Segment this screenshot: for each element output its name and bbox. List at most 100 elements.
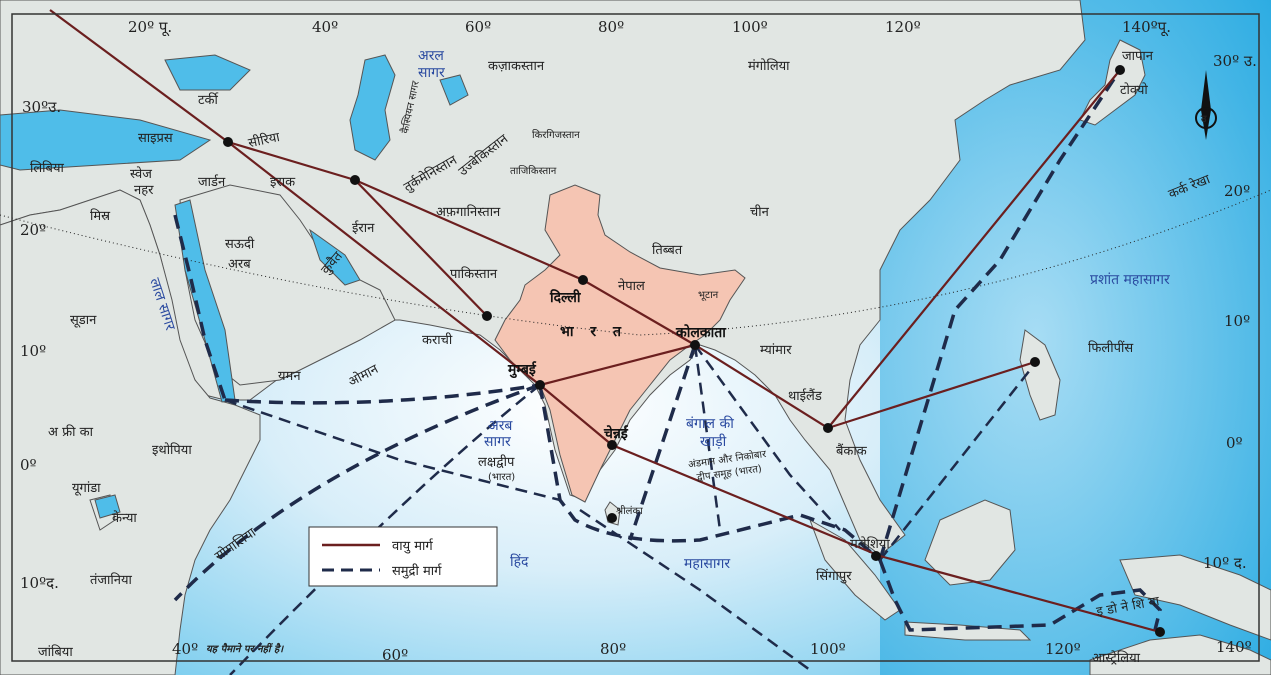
india-land	[494, 184, 746, 503]
legend-sea-label: समुद्री मार्ग	[392, 563, 442, 579]
svg-text:20º: 20º	[20, 221, 46, 239]
city-dots	[223, 65, 1165, 637]
borneo	[924, 499, 1016, 586]
air-routes	[49, 9, 1161, 634]
sumatra	[809, 518, 901, 621]
legend: वायु मार्ग समुद्री मार्ग	[308, 526, 498, 587]
arabia-land	[179, 184, 396, 386]
svg-text:साइप्रस: साइप्रस	[138, 131, 173, 146]
svg-text:60º: 60º	[382, 646, 408, 664]
dot-cyprus	[223, 137, 233, 147]
svg-text:जापान: जापान	[1122, 49, 1154, 64]
svg-text:स्वेज: स्वेज	[130, 166, 152, 182]
svg-text:उ: उ	[1200, 114, 1207, 125]
svg-text:10º द.: 10º द.	[1203, 554, 1247, 572]
svg-text:सूडान: सूडान	[70, 313, 97, 328]
svg-text:चीन: चीन	[750, 204, 770, 220]
svg-text:60º: 60º	[465, 18, 491, 36]
svg-text:तंजानिया: तंजानिया	[90, 572, 133, 588]
mediterranean-sea	[0, 109, 212, 171]
svg-text:20º पू.: 20º पू.	[128, 18, 172, 37]
svg-text:खाड़ी: खाड़ी	[700, 433, 727, 450]
svg-text:कराची: कराची	[422, 332, 453, 348]
dot-delhi	[578, 275, 588, 285]
svg-text:मिस्र: मिस्र	[90, 208, 111, 224]
svg-text:कज़ाकस्तान: कज़ाकस्तान	[488, 59, 545, 74]
dot-mumbai	[535, 380, 545, 390]
north-arrow-icon: उ	[1195, 70, 1217, 140]
svg-text:कोलकाता: कोलकाता	[675, 324, 727, 341]
svg-text:अरल: अरल	[418, 48, 444, 64]
longitude-labels-bottom: 40º 60º 80º 100º 120º	[172, 640, 1081, 664]
svg-text:जांबिया: जांबिया	[38, 644, 73, 660]
svg-text:ईरान: ईरान	[352, 220, 375, 236]
black-sea	[164, 54, 251, 91]
aral-sea	[439, 74, 469, 106]
svg-text:इराक: इराक	[270, 175, 296, 190]
dot-australia	[1155, 627, 1165, 637]
city-labels: दिल्ली मुम्बई चेन्नई कोलकाता कराची बैंका…	[422, 82, 1148, 584]
svg-text:80º: 80º	[600, 640, 626, 658]
svg-text:0º: 0º	[1226, 434, 1243, 452]
svg-text:जार्डन: जार्डन	[198, 174, 226, 190]
svg-text:पाकिस्तान: पाकिस्तान	[450, 266, 498, 282]
svg-text:टोक्यो: टोक्यो	[1120, 82, 1148, 98]
svg-text:अ फ्री का: अ फ्री का	[48, 424, 94, 440]
persian-gulf	[309, 228, 361, 286]
australia	[1089, 634, 1271, 675]
caspian-sea	[349, 54, 396, 161]
svg-text:40º: 40º	[172, 640, 198, 658]
svg-text:दिल्ली: दिल्ली	[549, 289, 582, 306]
svg-text:100º: 100º	[732, 18, 768, 36]
svg-text:80º: 80º	[598, 18, 624, 36]
svg-text:लक्षद्वीप: लक्षद्वीप	[478, 454, 515, 470]
svg-text:थाईलैंड: थाईलैंड	[788, 388, 823, 404]
svg-text:यमन: यमन	[278, 369, 301, 384]
latitude-labels-right: 30º उ. 20º 10º 0º 10º द. 140º	[1203, 52, 1257, 656]
dot-karachi	[482, 311, 492, 321]
svg-text:सागर: सागर	[484, 434, 511, 450]
svg-text:चेन्नई: चेन्नई	[603, 425, 629, 442]
svg-text:ताजिकिस्तान: ताजिकिस्तान	[510, 165, 557, 177]
svg-text:सऊदी: सऊदी	[225, 236, 255, 252]
svg-text:अरब: अरब	[228, 257, 251, 272]
svg-text:फिलीपींस: फिलीपींस	[1088, 340, 1133, 356]
svg-text:बैंकाक: बैंकाक	[836, 443, 868, 459]
dot-manila	[1030, 357, 1040, 367]
svg-text:म्यांमार: म्यांमार	[760, 343, 792, 358]
svg-text:श्रीलंका: श्रीलंका	[616, 505, 643, 517]
svg-text:हिंद: हिंद	[510, 553, 529, 570]
legend-air-label: वायु मार्ग	[392, 538, 434, 554]
dot-chennai	[607, 440, 617, 450]
svg-text:10ºद.: 10ºद.	[20, 574, 59, 592]
svg-text:सीरिया: सीरिया	[247, 129, 282, 151]
svg-text:120º: 120º	[1045, 640, 1081, 658]
svg-text:10º: 10º	[1224, 312, 1250, 330]
svg-text:किरगिजस्तान: किरगिजस्तान	[532, 129, 580, 141]
svg-text:नहर: नहर	[134, 183, 154, 198]
map-frame	[11, 13, 1260, 662]
dot-iraq	[350, 175, 360, 185]
dot-tokyo	[1115, 65, 1125, 75]
svg-text:मंगोलिया: मंगोलिया	[748, 58, 790, 74]
island-labels: लक्षद्वीप (भारत) अंडमान और निकोबार द्वीप…	[478, 448, 768, 484]
svg-text:100º: 100º	[810, 640, 846, 658]
svg-text:20º: 20º	[1224, 182, 1250, 200]
latitude-labels-left: 30ºउ. 20º 10º 0º 10ºद.	[20, 98, 61, 592]
svg-text:तिब्बत: तिब्बत	[652, 242, 683, 258]
svg-text:0º: 0º	[20, 456, 37, 474]
new-guinea	[1119, 554, 1271, 641]
svg-text:बंगाल की: बंगाल की	[686, 415, 734, 432]
africa-land	[0, 189, 261, 675]
svg-text:अफ़गानिस्तान: अफ़गानिस्तान	[436, 204, 501, 220]
longitude-labels-top: 20º पू. 40º 60º 80º 100º 120º 140ºपू.	[128, 18, 1171, 37]
svg-text:इथोपिया: इथोपिया	[152, 442, 192, 458]
svg-text:अरब: अरब	[488, 418, 513, 434]
svg-text:मलेशिया: मलेशिया	[850, 536, 890, 552]
svg-text:सिंगापुर: सिंगापुर	[816, 568, 852, 584]
java	[904, 621, 1032, 641]
svg-text:120º: 120º	[885, 18, 921, 36]
india-label: भा र त	[560, 324, 627, 340]
sea-routes-thin	[224, 344, 1031, 675]
